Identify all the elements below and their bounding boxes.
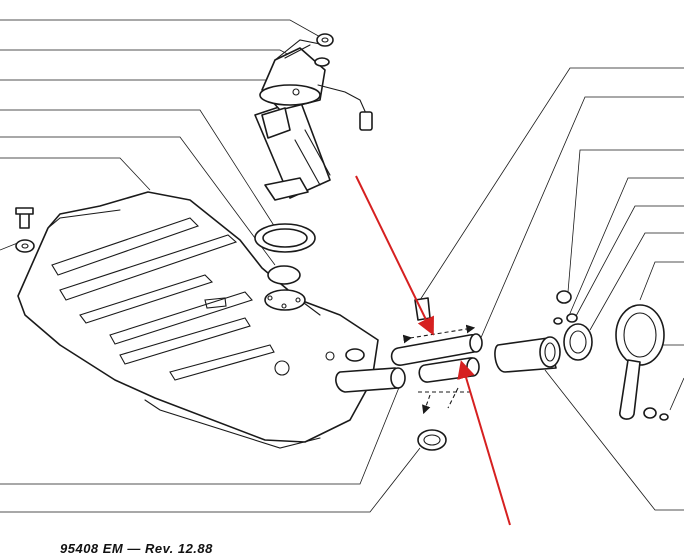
red-arrow-lower [457, 360, 511, 526]
filler-cap-assembly [553, 290, 669, 421]
bolt-and-washer [15, 207, 35, 253]
leader-lines-left [0, 19, 421, 513]
hose-clamps [414, 297, 447, 451]
leader-lines-right [419, 67, 684, 511]
fuel-pump-sender-unit [254, 39, 373, 201]
gasket-ring [254, 223, 316, 253]
nuts-top [314, 33, 334, 67]
assembly-arrows [402, 324, 476, 415]
diagram-caption: 95408 EM — Rev. 12.88 [60, 541, 213, 556]
red-arrow-upper [355, 175, 434, 336]
highlight-arrows [355, 175, 511, 526]
fuel-tank [17, 191, 406, 449]
filler-pipe [494, 336, 561, 373]
